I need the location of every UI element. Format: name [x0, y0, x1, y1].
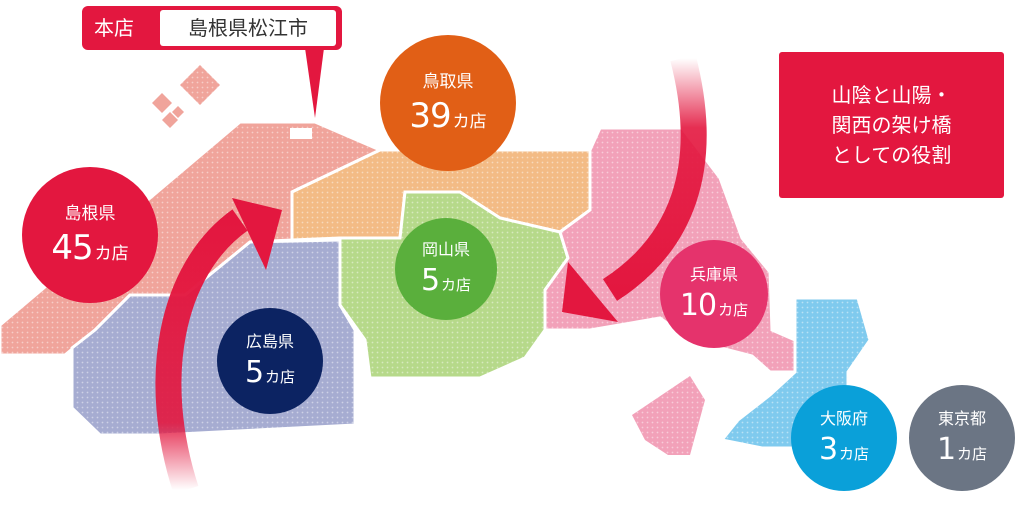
count-unit: カ店 [94, 243, 129, 264]
role-box: 山陰と山陽・ 関西の架け橋 としての役割 [779, 52, 1004, 198]
prefecture-name: 広島県 [245, 332, 294, 351]
head-office-location: 島根県松江市 [160, 10, 336, 46]
prefecture-name: 岡山県 [421, 240, 470, 259]
prefecture-name: 島根県 [64, 203, 116, 224]
head-office-tag: 本店 [94, 16, 134, 40]
prefecture-name: 兵庫県 [689, 265, 738, 284]
count-number: 5 [420, 263, 440, 298]
count-unit: カ店 [957, 445, 988, 463]
role-line: 関西の架け橋 [831, 113, 952, 137]
arrow-right [562, 54, 707, 322]
arrow-left [155, 198, 282, 495]
count-unit: カ店 [265, 368, 296, 386]
count-number: 5 [244, 355, 264, 390]
count-number: 39 [409, 95, 451, 136]
prefecture-name: 大阪府 [819, 409, 868, 428]
prefecture-name: 東京都 [937, 409, 986, 428]
count-unit: カ店 [441, 276, 472, 294]
count-number: 45 [51, 227, 93, 268]
hq-pointer [305, 48, 324, 118]
count-number: 3 [818, 432, 838, 467]
count-unit: カ店 [839, 445, 870, 463]
role-line: としての役割 [831, 143, 952, 167]
count-unit: カ店 [452, 111, 487, 132]
role-line: 山陰と山陽・ [831, 83, 952, 107]
count-number: 10 [679, 288, 717, 323]
count-number: 1 [936, 432, 956, 467]
head-office-label: 本店 島根県松江市 [82, 6, 342, 50]
prefecture-name: 鳥取県 [422, 71, 474, 92]
count-unit: カ店 [718, 301, 749, 319]
